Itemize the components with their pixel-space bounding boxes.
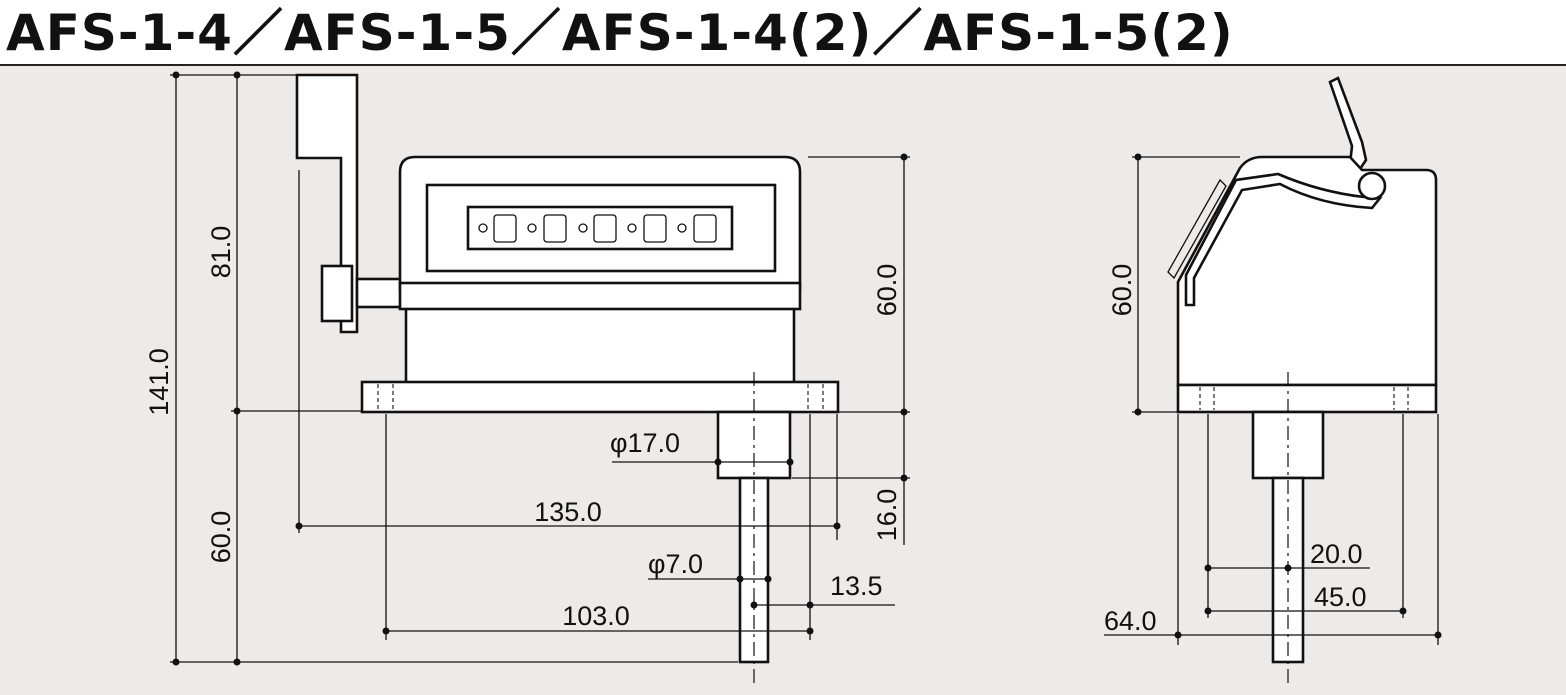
dim-collar-diameter: φ17.0 <box>610 428 680 458</box>
dim-body-height: 60.0 <box>872 264 902 317</box>
dim-lower-height: 60.0 <box>206 511 236 564</box>
lever-knob <box>320 264 354 323</box>
side-cover-plate <box>1184 172 1383 307</box>
dim-total-height: 141.0 <box>144 348 174 416</box>
dim-shaft-diameter: φ7.0 <box>648 549 703 579</box>
dim-overall-width: 135.0 <box>534 497 602 527</box>
side-view: 60.0 20.0 45.0 64.0 <box>1104 76 1442 684</box>
dim-side-hole-pitch: 45.0 <box>1314 582 1367 612</box>
lever-axle <box>355 277 404 309</box>
front-view: 141.0 81.0 60.0 60.0 16.0 φ17.0 135.0 φ7… <box>144 71 910 684</box>
side-base <box>1176 383 1438 414</box>
base-flange <box>360 380 840 414</box>
housing-band <box>398 281 802 311</box>
dim-shaft-collar-length: 16.0 <box>872 489 902 542</box>
dim-side-overall-depth: 64.0 <box>1104 606 1157 636</box>
dim-side-body-height: 60.0 <box>1107 264 1137 317</box>
dim-hole-pitch-front: 103.0 <box>562 601 630 631</box>
digit-strip <box>466 205 734 251</box>
counter-lower-body <box>404 304 796 386</box>
digit-wheels <box>478 214 717 243</box>
dim-side-half-pitch: 20.0 <box>1310 539 1363 569</box>
side-lever-pivot <box>1357 171 1387 201</box>
title-underline <box>0 64 1566 66</box>
dim-shaft-offset: 13.5 <box>830 571 883 601</box>
dim-upper-height: 81.0 <box>206 226 236 279</box>
side-housing <box>1176 155 1438 387</box>
side-lever-handle <box>1328 76 1368 175</box>
page-title: AFS-1-4／AFS-1-5／AFS-1-4(2)／AFS-1-5(2) <box>6 4 1234 62</box>
